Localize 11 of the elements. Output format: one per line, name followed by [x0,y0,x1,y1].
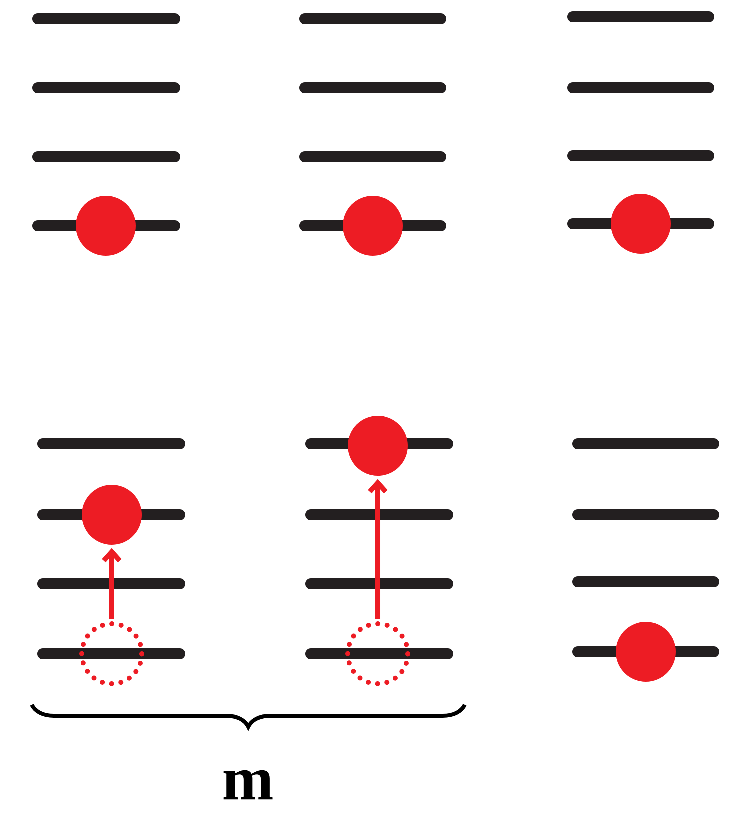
arrow [368,479,388,620]
particle-circle [343,196,403,256]
particle-circle [82,485,142,545]
particle-circle [348,416,408,476]
particle-circle [76,196,136,256]
particle-circle [616,622,676,682]
empty-state-circle [346,622,410,686]
empty-state-circle [80,622,144,686]
variable-label: m [224,770,273,800]
particle-circle [611,194,671,254]
arrow [102,548,122,620]
